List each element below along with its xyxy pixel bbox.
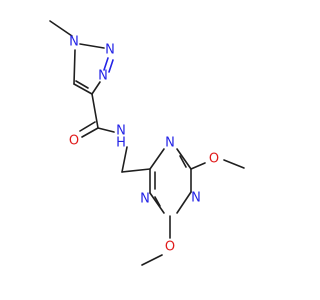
atom-n-triazine-top: N bbox=[165, 136, 175, 151]
bond-n2-n3 bbox=[103, 57, 109, 71]
bond-n-ch2 bbox=[121, 146, 128, 173]
bond-n3-c4 bbox=[91, 81, 101, 95]
bonds bbox=[49, 20, 245, 266]
bond-n2-n3-double bbox=[108, 59, 114, 73]
bond-carbonyl-o-double bbox=[79, 121, 96, 132]
bond-o-bottom-methyl bbox=[141, 254, 163, 266]
bond-tz-n1-c6-double bbox=[179, 155, 187, 168]
atom-n-triazole-3: N bbox=[98, 69, 108, 84]
atom-o-methoxy-bottom: O bbox=[165, 240, 175, 255]
atom-o-methoxy-top: O bbox=[209, 152, 219, 167]
bond-tz-c2-n1 bbox=[149, 148, 165, 170]
bond-c4-c5-double bbox=[75, 80, 89, 89]
atom-n-triazine-left: N bbox=[140, 192, 150, 207]
bond-carbonyl-n bbox=[97, 127, 115, 133]
bond-o-top-methyl bbox=[223, 159, 245, 169]
bond-carbonyl-o bbox=[81, 127, 99, 138]
atom-n-triazole-2: N bbox=[105, 43, 115, 58]
atom-n-amide: N bbox=[116, 124, 126, 139]
molecule-structure-diagram: N N N O N H N N N O O bbox=[49, 20, 245, 266]
atom-n-triazine-bottom: N bbox=[191, 191, 201, 206]
bond-tz-c4-n3 bbox=[149, 192, 165, 214]
bond-c6-o-top bbox=[190, 162, 206, 170]
bond-tz-n1-c6 bbox=[176, 148, 192, 170]
bond-c4-carbonyl bbox=[91, 93, 99, 129]
bond-tz-n5-c4 bbox=[176, 191, 192, 214]
bond-n1-methyl bbox=[49, 20, 73, 37]
atom-o-carbonyl: O bbox=[69, 134, 79, 149]
bond-tz-c4-n3-double bbox=[154, 196, 161, 207]
atom-labels: N N N O N H N N N O O bbox=[69, 35, 219, 255]
bond-c4-c5 bbox=[73, 83, 93, 95]
atom-n-triazole-1: N bbox=[69, 35, 79, 50]
bond-ch2-triazine bbox=[121, 168, 151, 173]
atom-h-amide: H bbox=[116, 136, 126, 151]
bond-n1-n2 bbox=[79, 43, 105, 49]
bond-c5-n1 bbox=[73, 49, 76, 85]
